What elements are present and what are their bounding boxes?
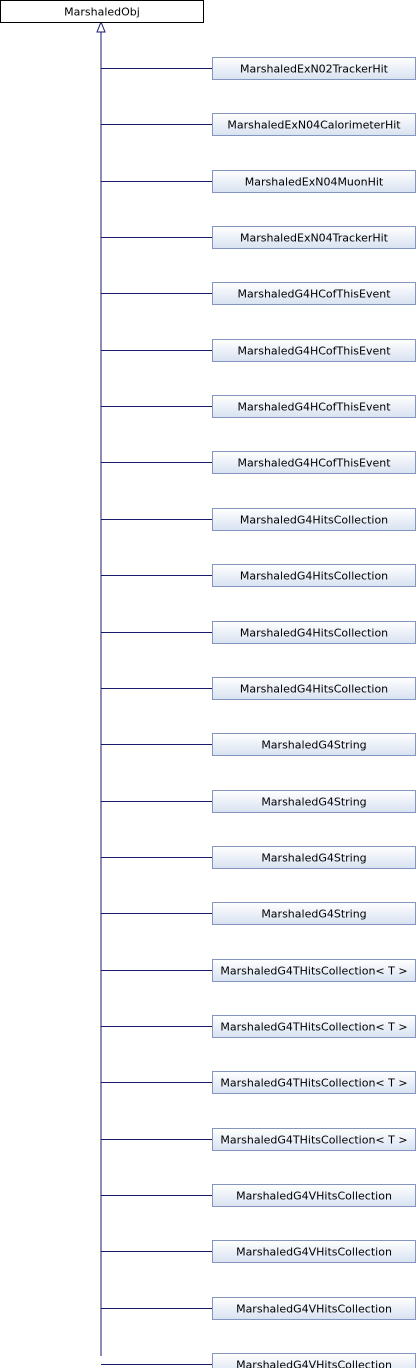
child-node-label: MarshaledG4String [261, 796, 366, 809]
child-node-label: MarshaledG4String [261, 852, 366, 865]
child-node-label: MarshaledG4VHitsCollection [236, 1246, 392, 1259]
child-node-label: MarshaledG4HCofThisEvent [237, 345, 391, 358]
child-node-label: MarshaledG4THitsCollection< T > [220, 1077, 407, 1090]
child-node-label: MarshaledG4VHitsCollection [236, 1190, 392, 1203]
root-node-label: MarshaledObj [64, 6, 140, 19]
child-node[interactable]: MarshaledG4THitsCollection< T > [212, 959, 416, 982]
child-node-label: MarshaledExN04CalorimeterHit [227, 119, 401, 132]
child-node-label: MarshaledG4HitsCollection [240, 627, 388, 640]
child-node-label: MarshaledG4THitsCollection< T > [220, 1021, 407, 1034]
child-node[interactable]: MarshaledG4THitsCollection< T > [212, 1071, 416, 1094]
child-node[interactable]: MarshaledG4String [212, 902, 416, 925]
child-node[interactable]: MarshaledG4HitsCollection [212, 508, 416, 531]
child-node-label: MarshaledExN04MuonHit [245, 176, 384, 189]
child-node[interactable]: MarshaledG4HitsCollection [212, 564, 416, 587]
child-node[interactable]: MarshaledG4VHitsCollection [212, 1184, 416, 1207]
child-node-label: MarshaledG4HitsCollection [240, 514, 388, 527]
child-node[interactable]: MarshaledG4HCofThisEvent [212, 395, 416, 418]
child-node[interactable]: MarshaledG4String [212, 790, 416, 813]
child-node[interactable]: MarshaledExN04CalorimeterHit [212, 113, 416, 136]
child-node[interactable]: MarshaledG4THitsCollection< T > [212, 1015, 416, 1038]
child-node-label: MarshaledG4THitsCollection< T > [220, 965, 407, 978]
child-node[interactable]: MarshaledG4HCofThisEvent [212, 451, 416, 474]
root-node[interactable]: MarshaledObj [0, 0, 204, 23]
child-node-label: MarshaledExN04TrackerHit [240, 232, 389, 245]
child-node[interactable]: MarshaledG4THitsCollection< T > [212, 1128, 416, 1151]
inheritance-arrowhead [96, 20, 106, 33]
child-node[interactable]: MarshaledG4HitsCollection [212, 677, 416, 700]
child-node-label: MarshaledG4HCofThisEvent [237, 457, 391, 470]
child-node[interactable]: MarshaledG4VHitsCollection [212, 1240, 416, 1263]
child-node-label: MarshaledG4VHitsCollection [236, 1359, 392, 1368]
child-node-label: MarshaledExN02TrackerHit [240, 63, 389, 76]
child-node-label: MarshaledG4HitsCollection [240, 570, 388, 583]
child-node-label: MarshaledG4HCofThisEvent [237, 401, 391, 414]
child-node-label: MarshaledG4THitsCollection< T > [220, 1134, 407, 1147]
child-node[interactable]: MarshaledG4VHitsCollection [212, 1353, 416, 1368]
child-node-label: MarshaledG4String [261, 908, 366, 921]
child-node[interactable]: MarshaledG4String [212, 733, 416, 756]
child-node-label: MarshaledG4VHitsCollection [236, 1303, 392, 1316]
child-node-label: MarshaledG4HitsCollection [240, 683, 388, 696]
root-node-box [0, 0, 204, 23]
child-node[interactable]: MarshaledExN04MuonHit [212, 170, 416, 193]
child-node-label: MarshaledG4String [261, 739, 366, 752]
child-node[interactable]: MarshaledG4VHitsCollection [212, 1297, 416, 1320]
child-node[interactable]: MarshaledG4HCofThisEvent [212, 282, 416, 305]
child-node[interactable]: MarshaledG4String [212, 846, 416, 869]
child-node[interactable]: MarshaledExN04TrackerHit [212, 226, 416, 249]
child-node[interactable]: MarshaledG4HCofThisEvent [212, 339, 416, 362]
child-nodes: MarshaledExN02TrackerHitMarshaledExN04Ca… [101, 57, 416, 1368]
child-node[interactable]: MarshaledG4HitsCollection [212, 621, 416, 644]
child-node-label: MarshaledG4HCofThisEvent [237, 288, 391, 301]
child-node[interactable]: MarshaledExN02TrackerHit [212, 57, 416, 80]
